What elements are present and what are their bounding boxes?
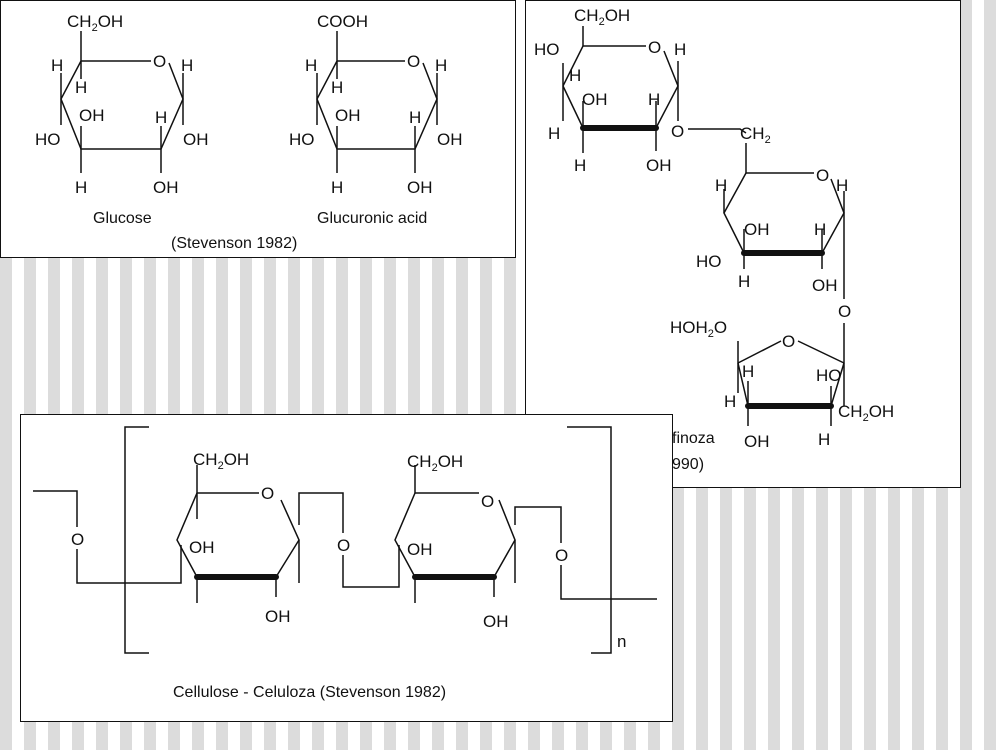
fructose-h-label: H xyxy=(818,430,830,449)
glucuronic-h-label: H xyxy=(305,56,317,75)
glucuronic-h-label: H xyxy=(409,108,421,127)
unit1-oh-label: OH xyxy=(265,607,291,626)
glucuronic-ho-label: HO xyxy=(289,130,315,149)
glucuronic-h-label: H xyxy=(435,56,447,75)
glucuronic-h-label: H xyxy=(331,178,343,197)
galactose-ho-label: HO xyxy=(534,40,560,59)
galactose-h-label: H xyxy=(548,124,560,143)
glucose-h-label: H xyxy=(155,108,167,127)
galactose-oh-label: OH xyxy=(646,156,672,175)
repeat-n-label: n xyxy=(617,632,626,651)
glucose-ho-label: HO xyxy=(35,130,61,149)
cellulose-panel: n O CH2OH O OH OH O xyxy=(20,414,673,722)
glucose-ring-oxygen: O xyxy=(816,166,829,185)
chain-oxygen: O xyxy=(71,530,84,549)
glucose-oh-label: OH xyxy=(812,276,838,295)
glucose-panel: CH2OH O H H H OH H HO OH H OH Glucose CO… xyxy=(0,0,516,258)
fructose-ho-label: HO xyxy=(816,366,842,385)
glucose-h-label: H xyxy=(738,272,750,291)
glucose-oh-label: OH xyxy=(153,178,179,197)
glucose-oh-label: OH xyxy=(744,220,770,239)
glucose-caption: Glucose xyxy=(93,210,152,227)
galactose-h-label: H xyxy=(574,156,586,175)
glucose-oh-label: OH xyxy=(183,130,209,149)
cellulose-unit-2 xyxy=(394,465,562,603)
unit2-ring-oxygen: O xyxy=(481,492,494,511)
fructose-h-label: H xyxy=(724,392,736,411)
glucuronic-caption: Glucuronic acid xyxy=(317,210,427,227)
left-bracket xyxy=(124,426,149,654)
glycosidic-oxygen: O xyxy=(838,302,851,321)
fructose-h-label: H xyxy=(742,362,754,381)
glucuronic-ring xyxy=(316,31,438,173)
glucose-h-label: H xyxy=(715,176,727,195)
glucuronic-cooh-label: COOH xyxy=(317,12,368,31)
glucose-ch2oh-label: CH2OH xyxy=(67,12,123,34)
fructose-ch2oh-label: CH2OH xyxy=(838,402,894,424)
fructose-oh-label: OH xyxy=(744,432,770,451)
glucuronic-oh-label: OH xyxy=(407,178,433,197)
glucose-ring xyxy=(60,31,184,173)
cellulose-unit-1 xyxy=(176,465,344,603)
glucose-h-label: H xyxy=(836,176,848,195)
raffinose-panel: CH2OH HO O H H OH H H O CH2 H OH H O H O xyxy=(525,0,961,488)
glucuronic-oh-label: OH xyxy=(437,130,463,149)
chain-oxygen: O xyxy=(337,536,350,555)
glucuronic-h-label: H xyxy=(331,78,343,97)
glucose-citation: (Stevenson 1982) xyxy=(171,235,297,252)
galactose-ch2oh-label: CH2OH xyxy=(574,6,630,28)
galactose-h-label: H xyxy=(674,40,686,59)
raffinose-citation: 990) xyxy=(672,456,704,473)
glucose-ho-label: HO xyxy=(696,252,722,271)
ch2-label: CH2 xyxy=(740,124,771,146)
glucose-h-label: H xyxy=(51,56,63,75)
galactose-ring xyxy=(562,26,747,153)
galactose-h-label: H xyxy=(648,90,660,109)
raffinose-caption: finoza xyxy=(672,430,715,447)
fructose-ring xyxy=(737,323,845,426)
glucuronic-oh-label: OH xyxy=(335,106,361,125)
galactose-oh-label: OH xyxy=(582,90,608,109)
raffinose-structure-svg: CH2OH HO O H H OH H H O CH2 H OH H O H O xyxy=(534,6,894,473)
glucose-ring-mid xyxy=(723,143,845,299)
unit1-ch2oh-label: CH2OH xyxy=(193,450,249,472)
galactose-h-label: H xyxy=(569,66,581,85)
glucose-structures-svg: CH2OH O H H H OH H HO OH H OH Glucose CO… xyxy=(35,12,463,252)
unit2-oh-label: OH xyxy=(407,540,433,559)
glucose-h-label: H xyxy=(75,178,87,197)
cellulose-caption: Cellulose - Celuloza (Stevenson 1982) xyxy=(173,684,446,701)
galactose-ring-oxygen: O xyxy=(648,38,661,57)
glucose-ring-oxygen: O xyxy=(153,52,166,71)
glucose-h-label: H xyxy=(75,78,87,97)
glycosidic-oxygen: O xyxy=(671,122,684,141)
glucuronic-ring-oxygen: O xyxy=(407,52,420,71)
unit1-ring-oxygen: O xyxy=(261,484,274,503)
glucose-oh-label: OH xyxy=(79,106,105,125)
fructose-hoh2o-label: HOH2O xyxy=(670,318,727,340)
chain-oxygen: O xyxy=(555,546,568,565)
cellulose-structure-svg: n O CH2OH O OH OH O xyxy=(33,426,657,701)
unit1-oh-label: OH xyxy=(189,538,215,557)
glucose-h-label: H xyxy=(181,56,193,75)
unit2-ch2oh-label: CH2OH xyxy=(407,452,463,474)
unit2-oh-label: OH xyxy=(483,612,509,631)
right-bracket xyxy=(567,426,612,654)
fructose-ring-oxygen: O xyxy=(782,332,795,351)
glucose-h-label: H xyxy=(814,220,826,239)
